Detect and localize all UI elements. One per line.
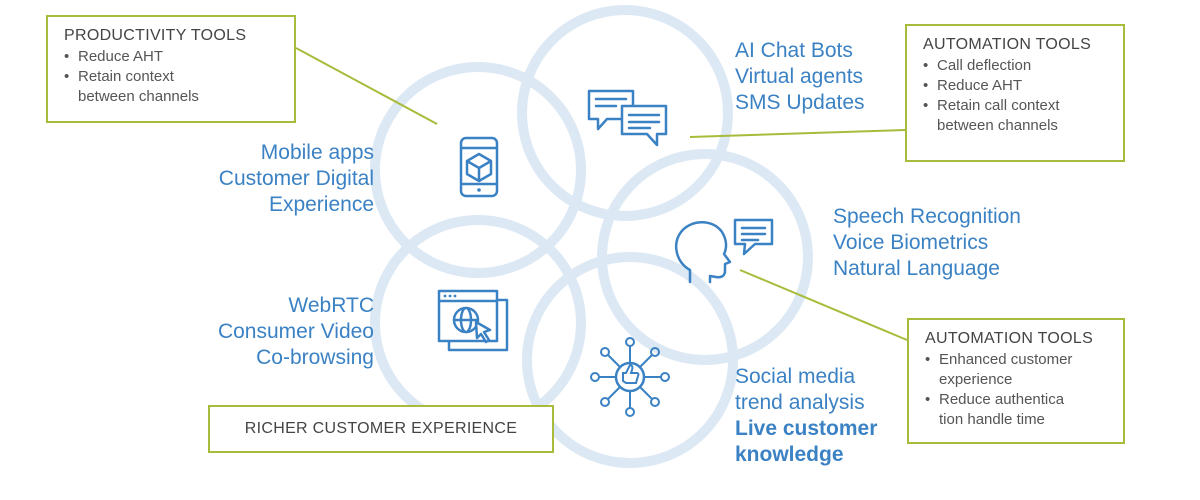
social-network-like-icon — [590, 337, 670, 417]
webrtc-label-line: WebRTC — [288, 294, 374, 317]
social-label-line: trend analysis — [735, 391, 865, 414]
speech-label-line: Speech Recognition — [833, 205, 1021, 228]
connector-productivity — [295, 47, 438, 125]
box-title: PRODUCTIVITY TOOLS — [64, 27, 247, 44]
chat-cluster-label: AI Chat Bots Virtual agents SMS Updates — [735, 38, 865, 116]
ring-social — [522, 252, 738, 468]
box-item-continuation: experience — [939, 371, 1013, 388]
richer-customer-experience-banner: RICHER CUSTOMER EXPERIENCE — [208, 405, 554, 453]
productivity-tools-box: PRODUCTIVITY TOOLS Reduce AHT Retain con… — [46, 15, 296, 123]
social-bold-line: Live customer — [735, 417, 878, 440]
box-item: Enhanced customer — [925, 350, 1109, 370]
speech-label-line: Voice Biometrics — [833, 231, 989, 254]
social-cluster-label: Social media trend analysis Live custome… — [735, 364, 877, 468]
speech-label-line: Natural Language — [833, 257, 1000, 280]
webrtc-label-line: Co-browsing — [256, 346, 374, 369]
box-item: Call deflection — [923, 56, 1109, 76]
chat-label-line: Virtual agents — [735, 65, 864, 88]
automation-tools-box-bottom: AUTOMATION TOOLS Enhanced customer exper… — [907, 318, 1125, 444]
browser-globe-icon — [437, 289, 509, 352]
mobile-phone-icon — [459, 136, 499, 198]
ring-mobile — [370, 62, 586, 278]
box-title: AUTOMATION TOOLS — [925, 330, 1094, 347]
chat-label-line: AI Chat Bots — [735, 39, 853, 62]
automation-tools-box-top: AUTOMATION TOOLS Call deflection Reduce … — [905, 24, 1125, 162]
mobile-label-line: Customer Digital — [218, 167, 374, 190]
box-item: Reduce authentica — [925, 390, 1109, 410]
box-item: Reduce AHT — [923, 76, 1109, 96]
speaking-head-icon — [674, 218, 774, 284]
speech-cluster-label: Speech Recognition Voice Biometrics Natu… — [833, 204, 1021, 282]
ring-chat — [517, 5, 733, 221]
box-item: between channels — [937, 117, 1058, 134]
box-item: Reduce AHT — [64, 47, 280, 67]
mobile-label-line: Mobile apps — [260, 141, 374, 164]
chat-label-line: SMS Updates — [735, 91, 865, 114]
connector-automation-top — [689, 129, 906, 138]
connector-automation-bottom — [739, 269, 908, 341]
webrtc-cluster-label: WebRTC Consumer Video Co-browsing — [218, 293, 374, 371]
box-item: Retain context — [64, 67, 280, 87]
webrtc-label-line: Consumer Video — [217, 320, 374, 343]
box-item-continuation: tion handle time — [939, 411, 1045, 428]
mobile-cluster-label: Mobile apps Customer Digital Experience — [219, 140, 374, 218]
chat-bubbles-icon — [587, 89, 668, 147]
box-item: Retain call context — [923, 96, 1109, 116]
mobile-label-line: Experience — [268, 193, 374, 216]
social-bold-line: knowledge — [735, 443, 844, 466]
social-label-line: Social media — [735, 365, 856, 388]
box-title: AUTOMATION TOOLS — [923, 36, 1092, 53]
box-item: between channels — [78, 88, 199, 105]
